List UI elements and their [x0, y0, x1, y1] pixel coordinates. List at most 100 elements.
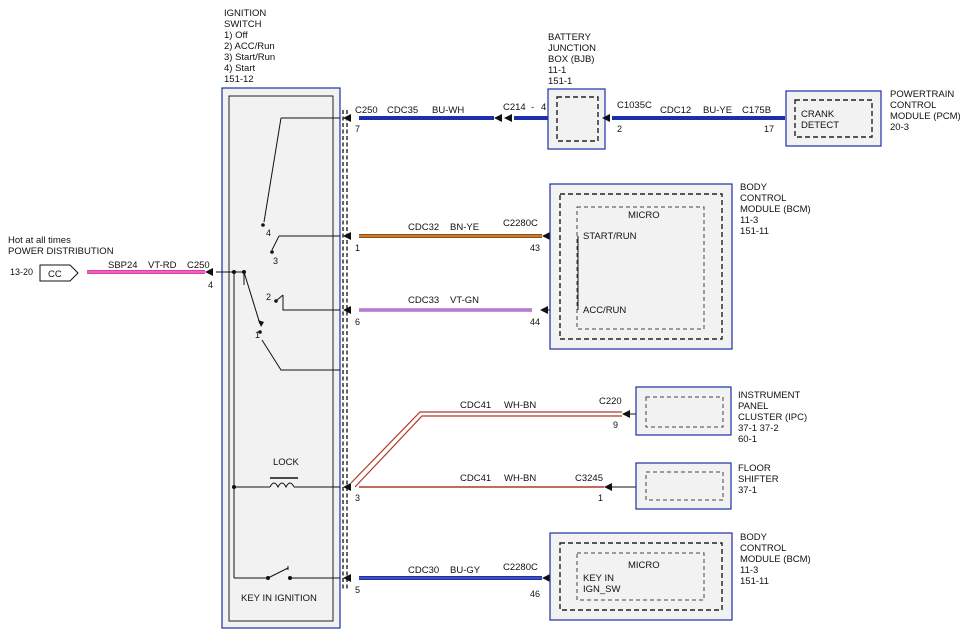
power-line-1: Hot at all times: [8, 235, 71, 246]
power-line-2: POWER DISTRIBUTION: [8, 246, 114, 257]
key-in-ignition-label: KEY IN IGNITION: [241, 593, 317, 604]
ign-title-3: 1) Off: [224, 30, 248, 41]
power-pin: 4: [208, 280, 213, 290]
lock-label: LOCK: [273, 457, 300, 468]
w5-end-pin: 1: [598, 493, 603, 503]
ign-title-6: 4) Start: [224, 63, 256, 74]
bjb-line-5: 151-1: [548, 76, 572, 87]
pcm-line-4: 20-3: [890, 122, 909, 133]
w1b-color: BU-YE: [703, 105, 732, 116]
wire-cdc30: CDC30 BU-GY C2280C 5 46: [343, 562, 578, 599]
cc-label: CC: [48, 269, 62, 280]
bcm-bottom-line-1: BODY: [740, 532, 768, 543]
ipc-line-1: INSTRUMENT: [738, 390, 800, 401]
w5-pin: 3: [355, 493, 360, 503]
w2-end-pin: 43: [530, 243, 540, 253]
bcm-bottom-line-3: MODULE (BCM): [740, 554, 811, 565]
ipc-line-2: PANEL: [738, 401, 768, 412]
wire-cdc35: C250 CDC35 BU-WH 7 C214 - 4: [343, 102, 548, 134]
w6-color: BU-GY: [450, 565, 481, 576]
bcm-top-line-3: MODULE (BCM): [740, 204, 811, 215]
w2-pin: 1: [355, 243, 360, 253]
bcm-bottom-inner-2: IGN_SW: [583, 584, 621, 595]
w1-circuit: CDC35: [387, 105, 418, 116]
cc-connector-box: [39, 264, 79, 282]
bcm-bottom-line-2: CONTROL: [740, 543, 786, 554]
ipc-line-5: 60-1: [738, 434, 757, 445]
pos-1: 1: [255, 330, 260, 340]
ign-title-1: IGNITION: [224, 8, 266, 19]
pcm-inner-2: DETECT: [801, 120, 839, 131]
bcm-bottom-line-5: 151-11: [740, 576, 769, 587]
w1b-end-connector: C175B: [742, 105, 771, 116]
pcm-line-3: MODULE (PCM): [890, 111, 961, 122]
power-input: Hot at all times POWER DISTRIBUTION 13-2…: [8, 235, 213, 290]
bjb-line-2: JUNCTION: [548, 43, 596, 54]
w6-end-connector: C2280C: [503, 562, 538, 573]
ign-title-7: 151-12: [224, 74, 254, 85]
pos-3: 3: [273, 256, 278, 266]
bcm-top-line-1: BODY: [740, 182, 768, 193]
w3-end-pin: 44: [530, 317, 540, 327]
ign-title-4: 2) ACC/Run: [224, 41, 275, 52]
w5-circuit: CDC41: [460, 473, 491, 484]
w4-end-connector: C220: [599, 396, 622, 407]
pcm-line-2: CONTROL: [890, 100, 936, 111]
ipc-module: INSTRUMENT PANEL CLUSTER (IPC) 37-1 37-2…: [635, 386, 807, 445]
bcm-top-line-5: 151-11: [740, 226, 769, 237]
pcm-line-1: POWERTRAIN: [890, 89, 954, 100]
w3-pin: 6: [355, 317, 360, 327]
floor-line-2: SHIFTER: [738, 474, 779, 485]
w6-pin: 5: [355, 585, 360, 595]
w1b-end-pin: 17: [764, 124, 774, 134]
pos-4: 4: [266, 228, 271, 238]
bjb-line-1: BATTERY: [548, 32, 592, 43]
w1-pin: 7: [355, 124, 360, 134]
lock-coil-icon: [269, 482, 295, 489]
w4-end-pin: 9: [613, 420, 618, 430]
switch-blade-start: [263, 117, 282, 223]
sbp24-color: VT-RD: [148, 260, 177, 271]
ign-switch-inner: [228, 95, 334, 622]
w3-color: VT-GN: [450, 295, 479, 306]
w3-circuit: CDC33: [408, 295, 439, 306]
bjb-line-3: BOX (BJB): [548, 54, 594, 65]
bcm-bottom-module: MICRO KEY IN IGN_SW BODY CONTROL MODULE …: [549, 532, 811, 621]
ign-title-5: 3) Start/Run: [224, 52, 275, 63]
w1-connector: C250: [355, 105, 378, 116]
svg-text:-: -: [531, 102, 534, 113]
bcm-top-module: MICRO START/RUN ACC/RUN BODY CONTROL MOD…: [549, 182, 811, 350]
ignition-switch: IGNITION SWITCH 1) Off 2) ACC/Run 3) Sta…: [216, 8, 348, 629]
bcm-top-start-run: START/RUN: [583, 231, 637, 242]
pcm-inner-1: CRANK: [801, 109, 835, 120]
w2-color: BN-YE: [450, 222, 479, 233]
power-page-ref: 13-20: [10, 267, 33, 277]
w2-circuit: CDC32: [408, 222, 439, 233]
bcm-top-line-4: 11-3: [740, 215, 758, 226]
w1b-connector: C1035C: [617, 100, 652, 111]
ipc-line-3: CLUSTER (IPC): [738, 412, 807, 423]
w2-end-connector: C2280C: [503, 218, 538, 229]
floor-shifter-module: FLOOR SHIFTER 37-1: [635, 462, 779, 510]
bcm-bottom-line-4: 11-3: [740, 565, 758, 576]
bcm-top-acc-run: ACC/RUN: [583, 305, 626, 316]
wire-cdc33: CDC33 VT-GN 6 44: [343, 295, 578, 327]
power-connector: C250: [187, 260, 210, 271]
switch-blade-main: [243, 271, 261, 325]
wire-cdc32: CDC32 BN-YE C2280C 1 43: [343, 218, 578, 253]
wire-cdc41: CDC41 WH-BN C220 9 CDC41 WH-BN C3245 3 1: [343, 396, 646, 503]
sbp24-label: SBP24: [108, 260, 138, 271]
w1b-circuit: CDC12: [660, 105, 691, 116]
bcm-top-line-2: CONTROL: [740, 193, 786, 204]
bcm-bottom-micro: MICRO: [628, 560, 660, 571]
w6-end-pin: 46: [530, 589, 540, 599]
floor-line-1: FLOOR: [738, 463, 771, 474]
bjb-line-4: 11-1: [548, 65, 566, 76]
w4-line-b: [354, 415, 622, 488]
w1b-pin: 2: [617, 124, 622, 134]
w4-color: WH-BN: [504, 400, 536, 411]
key-switch-blade: [267, 567, 289, 579]
pcm-module: CRANK DETECT POWERTRAIN CONTROL MODULE (…: [785, 89, 961, 147]
w4-line-a: [350, 411, 622, 484]
